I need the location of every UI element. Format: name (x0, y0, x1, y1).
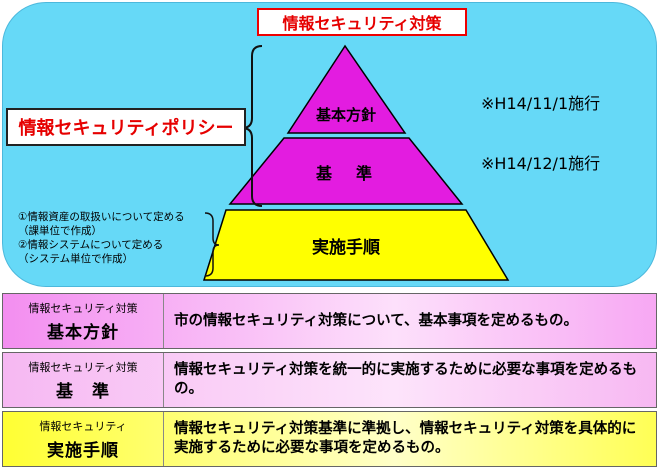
side-note-line: （課単位で作成） (18, 225, 102, 237)
side-note-line: （システム単位で作成） (18, 253, 134, 265)
date-note-top: ※H14/11/1施行 (481, 94, 601, 113)
pyramid-middle-level (228, 137, 464, 205)
row-description: 市の情報セキュリティ対策について、基本事項を定めるもの。 (174, 312, 578, 329)
definition-row-basic-policy: 情報セキュリティ対策 基本方針 市の情報セキュリティ対策について、基本事項を定め… (2, 293, 657, 349)
security-policy-label: 情報セキュリティポリシー (6, 108, 246, 146)
row-description: 情報セキュリティ対策基準に準拠し、情報セキュリティ対策を具体的に実施するために必… (174, 421, 637, 456)
date-note-middle: ※H14/12/1施行 (481, 154, 601, 173)
diagram-title: 情報セキュリティ対策 (257, 8, 467, 36)
row-heading: 情報セキュリティ対策 基本方針 (3, 294, 164, 348)
side-notes: ①情報資産の取扱いについて定める （課単位で作成） ②情報システムについて定める… (18, 210, 218, 266)
pyramid-bottom-label: 実施手順 (312, 238, 380, 258)
definition-row-standards: 情報セキュリティ対策 基 準 情報セキュリティ対策を統一的に実施するために必要な… (2, 352, 657, 408)
row-heading-small: 情報セキュリティ対策 (28, 360, 138, 374)
row-heading-small: 情報セキュリティ (39, 419, 127, 433)
row-description: 情報セキュリティ対策を統一的に実施するために必要な事項を定めるもの。 (174, 362, 638, 397)
notes-brace (204, 212, 220, 277)
row-heading: 情報セキュリティ対策 基 準 (3, 353, 164, 407)
pyramid-top-level (286, 44, 407, 134)
row-heading-big: 基 準 (56, 381, 110, 402)
pyramid-top-label: 基本方針 (315, 106, 376, 124)
pyramid-bottom-level (202, 209, 510, 281)
side-note-line: ①情報資産の取扱いについて定める (18, 211, 185, 223)
row-heading: 情報セキュリティ 実施手順 (3, 412, 164, 466)
pyramid-middle-label: 基 準 (315, 164, 376, 183)
row-heading-big: 基本方針 (47, 322, 119, 343)
row-heading-small: 情報セキュリティ対策 (28, 301, 138, 315)
pyramid-graphic (202, 44, 510, 281)
definition-row-procedures: 情報セキュリティ 実施手順 情報セキュリティ対策基準に準拠し、情報セキュリティ対… (2, 411, 657, 467)
side-note-line: ②情報システムについて定める (18, 239, 164, 251)
row-heading-big: 実施手順 (47, 440, 119, 461)
